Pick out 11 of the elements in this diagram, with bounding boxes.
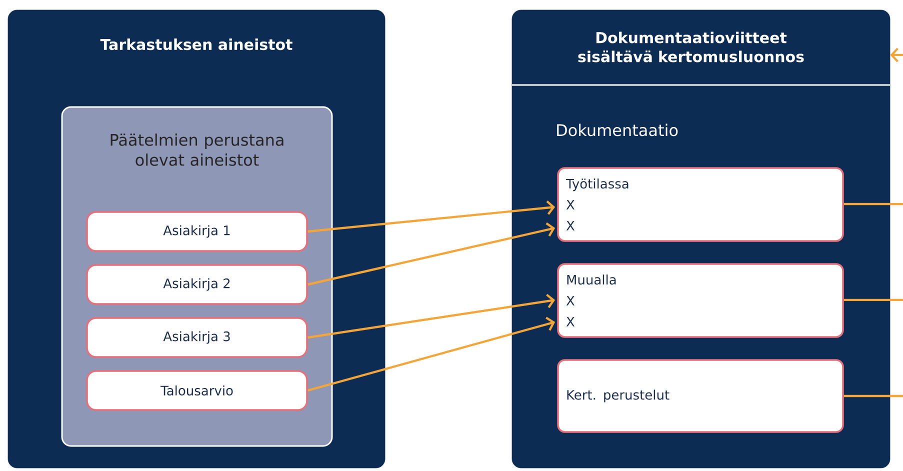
- reference-box: Työtilassa X X: [557, 167, 844, 242]
- document-box: Asiakirja 3: [86, 317, 308, 358]
- reference-box: Muualla X X: [557, 263, 844, 338]
- arrow: [308, 294, 556, 339]
- reference-box: Kert. perustelut: [557, 359, 844, 433]
- document-box: Talousarvio: [86, 370, 308, 411]
- arrow: [308, 222, 556, 286]
- document-box: Asiakirja 2: [86, 264, 308, 305]
- arrow: [308, 200, 556, 233]
- arrow: [308, 316, 556, 392]
- document-box: Asiakirja 1: [86, 211, 308, 252]
